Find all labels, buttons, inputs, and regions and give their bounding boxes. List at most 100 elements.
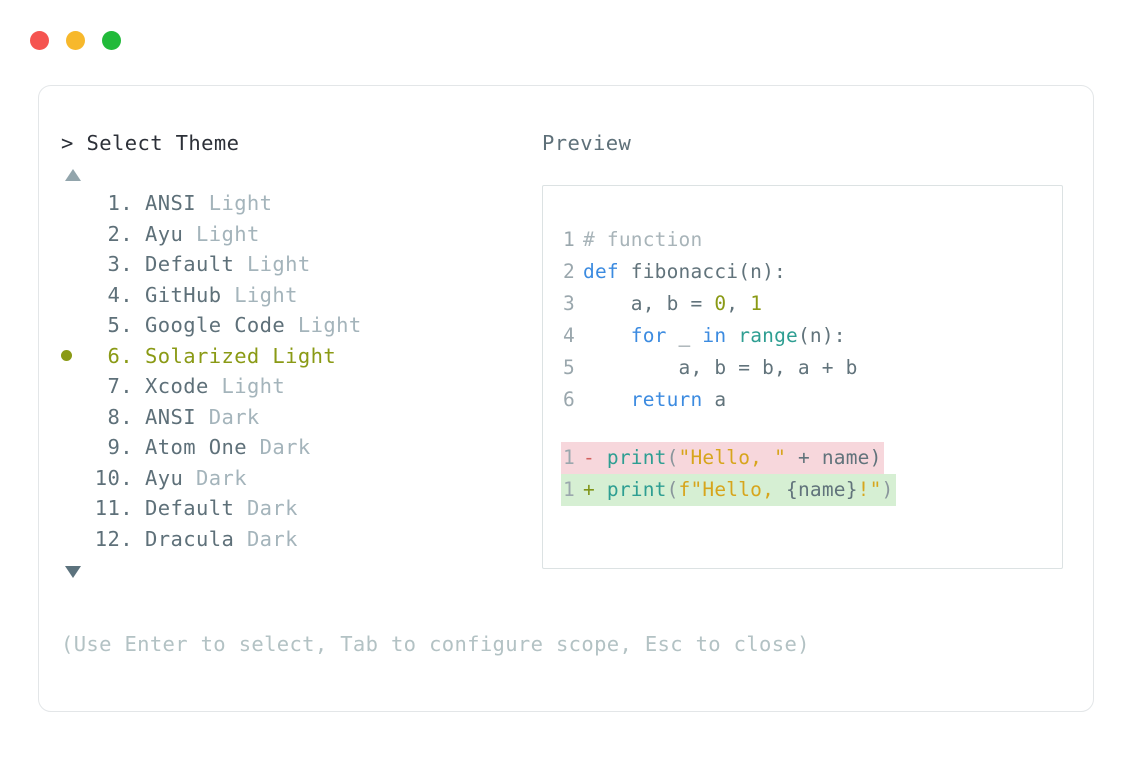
theme-list-item[interactable]: 2. Ayu Light (61, 219, 531, 250)
theme-item-label: Default Dark (145, 493, 298, 524)
theme-item-name: ANSI (145, 191, 196, 215)
code-token-punct: ( (666, 478, 679, 501)
theme-item-number: 2. (107, 221, 133, 246)
theme-item-label: Google Code Light (145, 310, 362, 341)
page-title: > Select Theme (61, 131, 240, 155)
code-line: 6 return a (561, 384, 1062, 416)
theme-item-number: 12. (94, 526, 133, 551)
theme-item-name: Atom One (145, 435, 247, 459)
theme-item-label: Ayu Dark (145, 463, 247, 494)
theme-item-number: 4. (107, 282, 133, 307)
theme-item-label: GitHub Light (145, 280, 298, 311)
selected-bullet-icon (61, 350, 72, 362)
theme-item-number: 1. (107, 191, 133, 215)
theme-item-name: Ayu (145, 221, 184, 246)
line-number: 5 (563, 356, 575, 379)
theme-list-item[interactable]: 5. Google Code Light (61, 310, 531, 341)
theme-item-variant: Dark (195, 404, 260, 429)
code-token-plain (583, 324, 631, 347)
theme-item-number: 5. (107, 313, 133, 337)
theme-item-name: Dracula (145, 526, 235, 551)
code-token-fn: print (606, 478, 667, 501)
theme-item-name: Solarized (145, 343, 260, 368)
line-number: 6 (563, 388, 575, 411)
code-line: 1# function (561, 224, 1062, 256)
theme-list-item[interactable]: 3.Default Light (61, 249, 531, 280)
line-number: 4 (563, 324, 575, 347)
diff-marker: + (583, 478, 607, 501)
code-token-plain: fibonacci(n): (618, 260, 786, 283)
window-controls (30, 31, 121, 50)
selection-bullet-cell (61, 463, 85, 494)
selection-bullet-cell (61, 188, 85, 219)
theme-item-name: ANSI (145, 404, 196, 429)
selection-bullet-cell (61, 249, 85, 280)
selection-bullet-cell (61, 341, 85, 372)
close-window-button[interactable] (30, 31, 49, 50)
selection-bullet-cell (61, 524, 85, 555)
code-line: 5 a, b = b, a + b (561, 352, 1062, 384)
theme-list-item[interactable]: 10.Ayu Dark (61, 463, 531, 494)
theme-item-number: 9. (107, 435, 133, 459)
theme-list-item[interactable]: 9.Atom One Dark (61, 432, 531, 463)
theme-item-name: Xcode (145, 374, 209, 398)
minimize-window-button[interactable] (66, 31, 85, 50)
theme-item-variant: Light (285, 313, 362, 337)
theme-item-variant: Light (259, 343, 337, 368)
diff-line-wrap: 1+ print(f"Hello, {name}!") (561, 474, 1062, 506)
triangle-up-icon[interactable] (65, 169, 81, 181)
theme-item-variant: Light (234, 252, 311, 276)
theme-list-item[interactable]: 4. GitHub Light (61, 280, 531, 311)
theme-item-label: ANSI Light (145, 188, 272, 219)
preview-label: Preview (542, 131, 632, 155)
code-token-plain: a, b = (583, 292, 715, 315)
theme-item-number: 8. (107, 404, 133, 429)
theme-list-item[interactable]: 1. ANSI Light (61, 188, 531, 219)
theme-item-label: Solarized Light (145, 341, 336, 372)
theme-list-item[interactable]: 6.Solarized Light (61, 341, 531, 372)
theme-item-label: Ayu Light (145, 219, 260, 250)
selection-bullet-cell (61, 402, 85, 433)
code-token-str: !" (857, 478, 882, 501)
theme-item-name: GitHub (145, 282, 222, 307)
selection-bullet-cell (61, 493, 85, 524)
theme-item-variant: Light (208, 374, 286, 398)
theme-item-variant: Light (195, 191, 273, 215)
keyboard-hint: (Use Enter to select, Tab to configure s… (61, 632, 810, 656)
theme-item-name: Default (145, 496, 235, 520)
theme-item-number: 7. (107, 374, 133, 398)
diff-line-del: 1- print("Hello, " + name) (561, 442, 884, 474)
theme-list-item[interactable]: 8. ANSI Dark (61, 402, 531, 433)
code-token-kw: for (630, 324, 667, 347)
theme-item-variant: Light (221, 282, 298, 307)
code-token-plain: {name} (786, 478, 858, 501)
code-token-plain: (n): (797, 324, 846, 347)
theme-item-variant: Dark (183, 465, 247, 490)
code-token-plain: _ (666, 324, 703, 347)
triangle-down-icon[interactable] (65, 566, 81, 578)
code-token-str: "Hello, " (678, 446, 787, 469)
code-token-num: 1 (750, 292, 763, 315)
code-token-kw: def (583, 260, 619, 283)
code-token-plain: a (702, 388, 727, 411)
line-number: 1 (563, 228, 575, 251)
selection-bullet-cell (61, 310, 85, 341)
theme-list-item[interactable]: 7. Xcode Light (61, 371, 531, 402)
theme-item-label: Xcode Light (145, 371, 285, 402)
selection-bullet-cell (61, 280, 85, 311)
diff-sample: 1- print("Hello, " + name)1+ print(f"Hel… (543, 442, 1062, 506)
theme-list-item[interactable]: 11.Default Dark (61, 493, 531, 524)
theme-item-variant: Light (183, 221, 260, 246)
theme-list-item[interactable]: 12.Dracula Dark (61, 524, 531, 555)
maximize-window-button[interactable] (102, 31, 121, 50)
code-token-str: f"Hello, (678, 478, 787, 501)
theme-item-name: Default (145, 252, 235, 276)
code-token-plain (726, 324, 738, 347)
